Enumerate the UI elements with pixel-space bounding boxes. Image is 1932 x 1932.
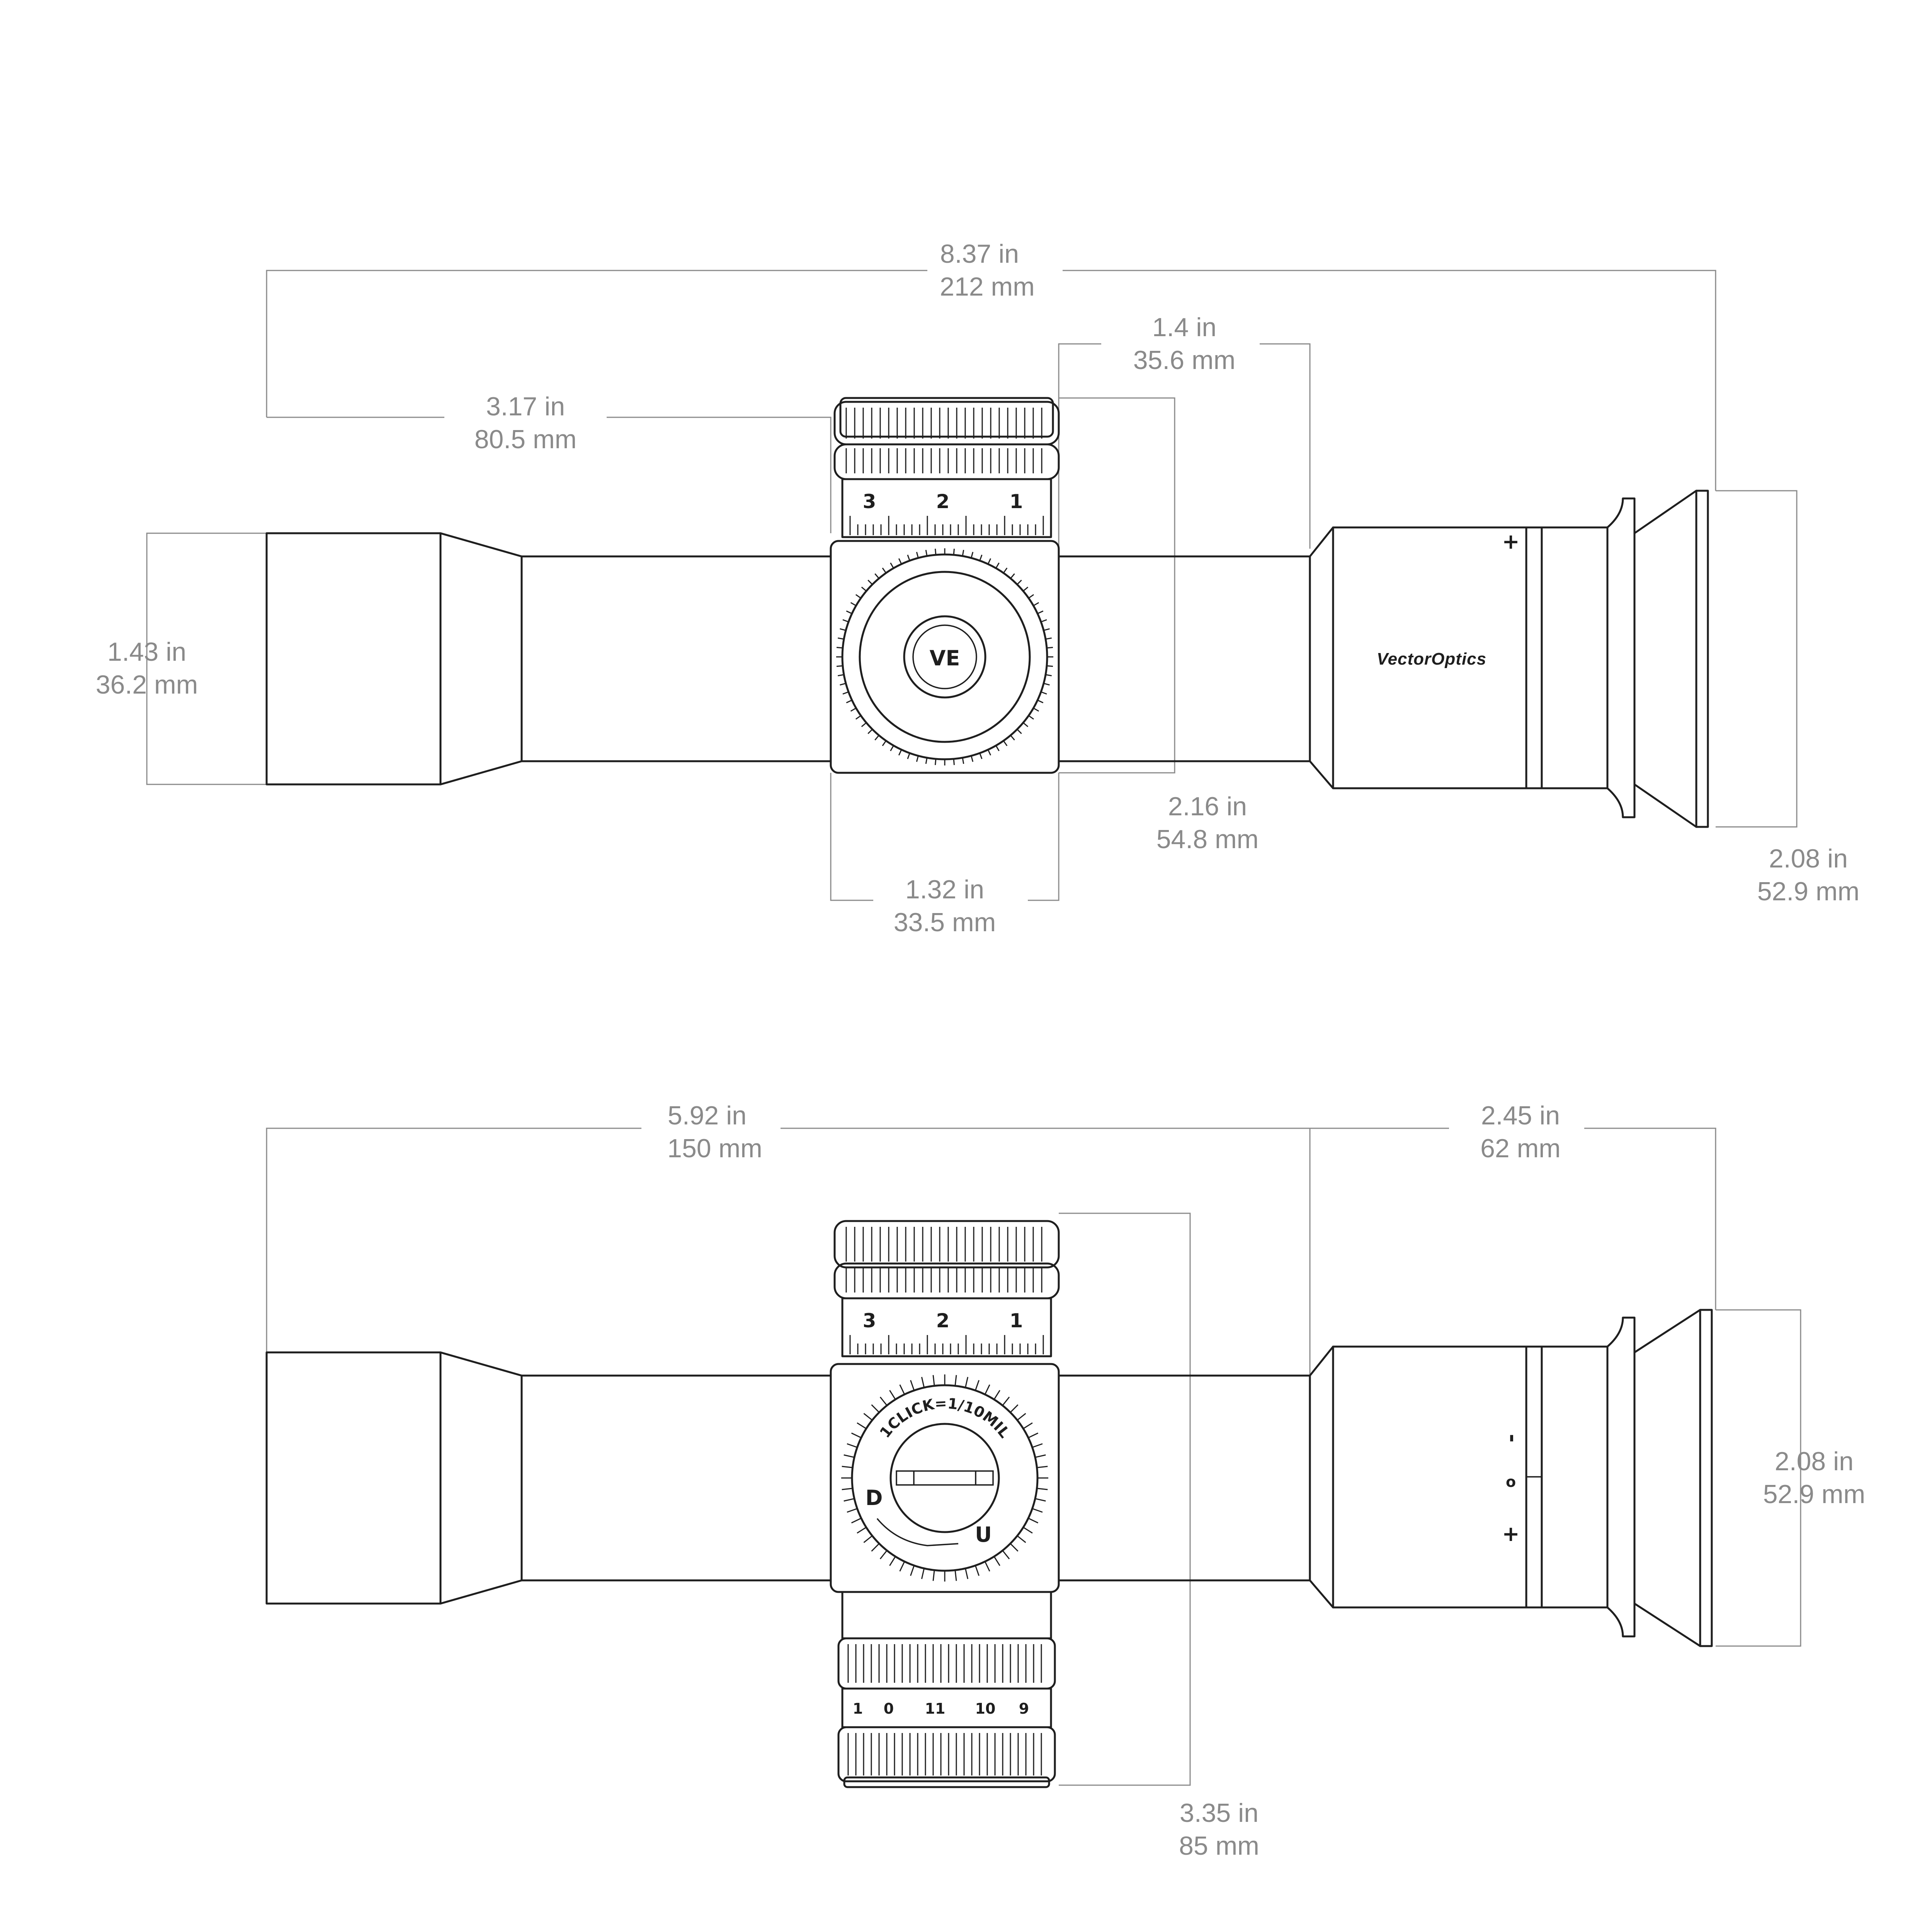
dim-front-section-mm: 150 mm [667, 1134, 762, 1163]
eyepiece-taper [1309, 526, 1334, 789]
dim-turret-height-mm: 85 mm [1179, 1831, 1259, 1861]
elevation-scale-2: 2 [936, 490, 950, 513]
side-dimension-lines [266, 1128, 1801, 1786]
dim-eyepiece-diameter-mm: 52.9 mm [1757, 877, 1860, 906]
side-windage-knob-teeth [841, 1374, 1048, 1582]
side-eye-cup-flange [1606, 1316, 1636, 1638]
side-turret-knurl-upper [833, 1220, 1060, 1269]
dim-objective-to-turret-in: 3.17 in [486, 392, 565, 421]
side-main-tube-front [520, 1374, 832, 1582]
top-dimension-lines [146, 270, 1798, 901]
side-eyepiece-sleeve [1541, 1345, 1609, 1609]
eye-cup-flange [1606, 497, 1636, 818]
illum-scale-11: 11 [925, 1700, 946, 1717]
illum-scale-9: 9 [1019, 1700, 1029, 1717]
dim-turret-span-mm: 54.8 mm [1156, 825, 1259, 854]
eyepiece-sleeve [1541, 526, 1609, 789]
side-elevation-scale-3: 3 [863, 1310, 876, 1332]
top-elevation-turret: 3 2 1 VE [830, 397, 1060, 774]
dim-saddle-length-in: 1.32 in [905, 875, 984, 904]
side-eye-cup-rim [1699, 1309, 1713, 1647]
dim-front-section-in: 5.92 in [668, 1101, 747, 1130]
dim-turret-span-in: 2.16 in [1168, 792, 1247, 821]
ve-logo-icon: VE [930, 646, 960, 670]
illumination-lower-knurl-pattern [847, 1733, 1042, 1776]
side-objective-taper [439, 1351, 523, 1605]
brand-label: VectorOptics [1377, 650, 1486, 668]
dim-eyepiece-diameter-in: 2.08 in [1769, 844, 1848, 873]
dim-objective-to-turret-mm: 80.5 mm [474, 425, 577, 454]
dim-overall-mm: 212 mm [940, 272, 1035, 301]
eye-cup [1633, 490, 1697, 828]
side-scope-body: - o + [265, 1309, 1713, 1647]
eyepiece-ring [1525, 526, 1543, 789]
top-dimension-texts: 8.37 in 212 mm 3.17 in 80.5 mm 1.4 in 35… [96, 239, 1860, 937]
dim-side-eyepiece-diameter-in: 2.08 in [1775, 1447, 1854, 1476]
illum-scale-1: 1 [853, 1700, 863, 1717]
illumination-stem [841, 1591, 1052, 1639]
side-eyepiece-housing [1332, 1345, 1527, 1609]
dim-eyepiece-section-in: 2.45 in [1481, 1101, 1560, 1130]
logo-badge [903, 615, 986, 699]
turret-scale-band [841, 478, 1052, 538]
side-eye-cup [1633, 1309, 1701, 1647]
dim-eyepiece-section-mm: 62 mm [1480, 1134, 1561, 1163]
side-main-tube-rear [1058, 1374, 1311, 1582]
side-windage-knob-outer [851, 1384, 1039, 1572]
turret-saddle [830, 540, 1060, 774]
side-elevation-scale-1: 1 [1010, 1310, 1023, 1332]
objective-taper [439, 532, 523, 786]
dim-turret-to-eyepiece-in: 1.4 in [1152, 313, 1216, 342]
illumination-knurl-lower [837, 1726, 1056, 1782]
direction-arrow-icon [876, 1518, 959, 1546]
elevation-scale-1: 1 [1010, 490, 1023, 513]
turret-scale-ticks [849, 516, 1044, 535]
top-scope-body: + VectorOptics [265, 490, 1709, 828]
top-view: 8.37 in 212 mm 3.17 in 80.5 mm 1.4 in 35… [96, 239, 1860, 937]
direction-u-label: U [975, 1522, 992, 1547]
side-elevation-turret: 3 2 1 1CLICK=1/10MIL D U 1 0 [830, 1220, 1060, 1788]
dim-turret-to-eyepiece-mm: 35.6 mm [1133, 345, 1236, 375]
diopter-zero-mark: o [1506, 1473, 1516, 1490]
main-tube-rear [1058, 555, 1311, 762]
dim-objective-diameter-in: 1.43 in [107, 637, 186, 667]
diopter-minus-mark: - [1498, 1434, 1523, 1442]
illumination-scale: 1 0 11 10 9 [853, 1700, 1029, 1717]
side-eyepiece-taper [1309, 1345, 1334, 1609]
eye-cup-rim [1695, 490, 1709, 828]
main-tube-front [520, 555, 832, 762]
side-turret-knurl-pattern [845, 1227, 1043, 1293]
illum-scale-0: 0 [884, 1700, 894, 1717]
turret-knurl-pattern [845, 408, 1043, 473]
side-turret-scale-ticks [849, 1335, 1044, 1354]
objective-bell [265, 532, 442, 786]
side-objective-bell [265, 1351, 442, 1605]
diopter-plus-mark: + [1502, 1522, 1519, 1546]
side-windage-knob-cap [889, 1423, 1000, 1533]
logo-badge-ring [912, 624, 977, 689]
click-value-ring-text: 1CLICK=1/10MIL [876, 1395, 1013, 1441]
illumination-knurl-pattern [847, 1644, 1042, 1683]
side-turret-scale-band [841, 1297, 1052, 1357]
side-elevation-scale-2: 2 [936, 1310, 950, 1332]
eyepiece-plus-mark: + [1502, 529, 1519, 554]
side-view: 5.92 in 150 mm 2.45 in 62 mm 2.08 in 52.… [265, 1101, 1865, 1861]
dim-objective-diameter-mm: 36.2 mm [96, 670, 198, 699]
direction-d-label: D [866, 1486, 883, 1510]
dim-turret-height-in: 3.35 in [1180, 1798, 1259, 1828]
windage-knob-inner [859, 571, 1031, 743]
windage-knob-teeth [836, 548, 1053, 765]
illumination-cap [843, 1776, 1050, 1788]
dim-saddle-length-mm: 33.5 mm [894, 908, 996, 937]
elevation-scale-3: 3 [863, 490, 876, 513]
dim-overall-in: 8.37 in [940, 239, 1019, 269]
adjustment-slot [896, 1470, 994, 1486]
illum-scale-10: 10 [975, 1700, 996, 1717]
side-dimension-texts: 5.92 in 150 mm 2.45 in 62 mm 2.08 in 52.… [667, 1101, 1865, 1861]
dim-side-eyepiece-diameter-mm: 52.9 mm [1763, 1480, 1866, 1509]
turret-cap [839, 397, 1054, 438]
